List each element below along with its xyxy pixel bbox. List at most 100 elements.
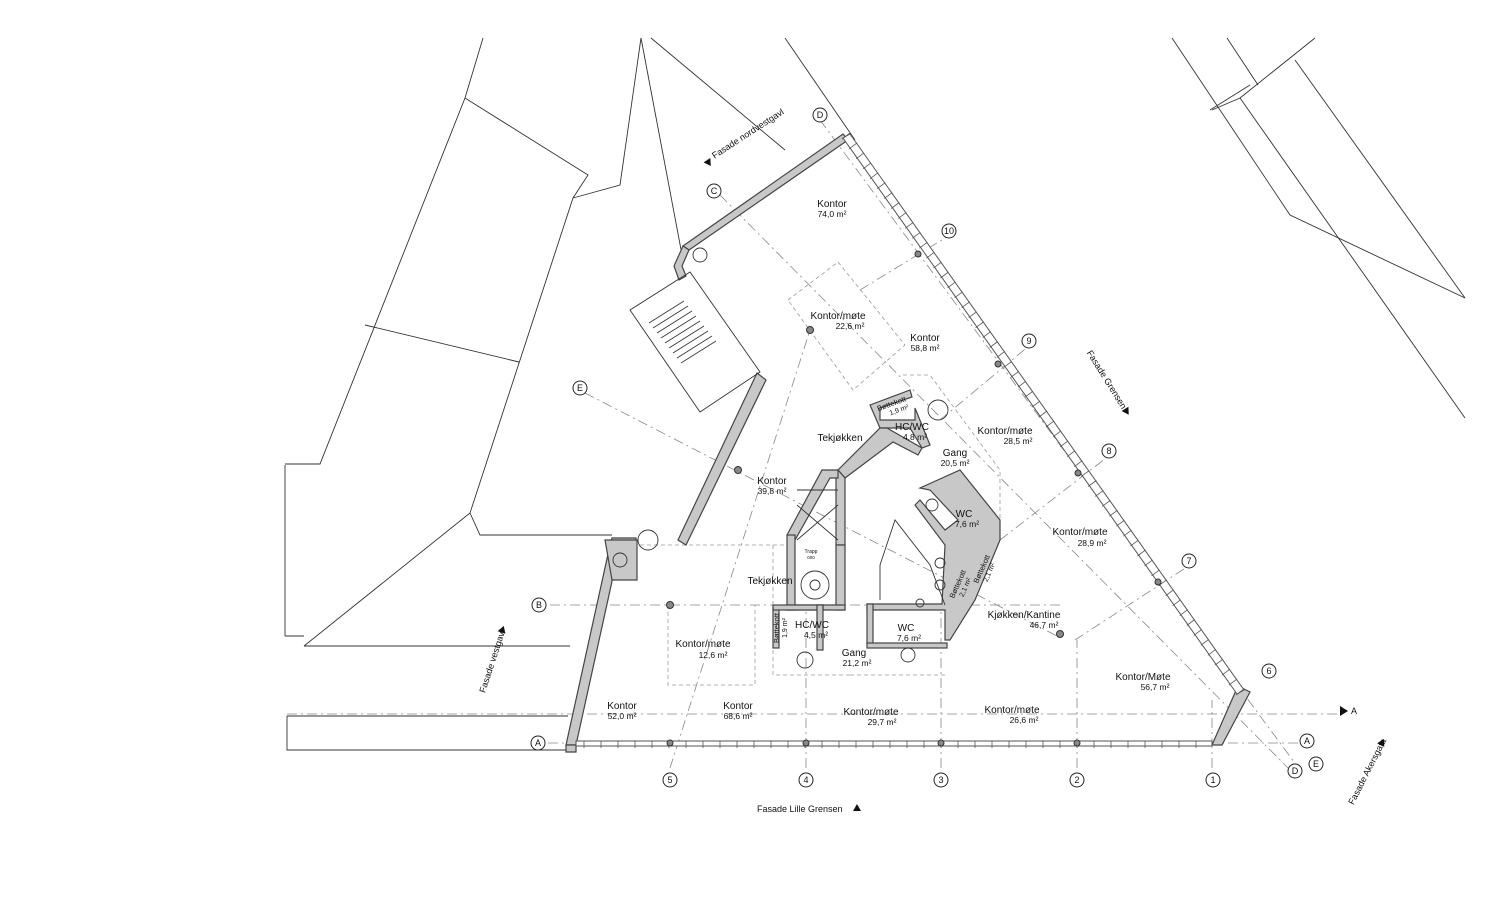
axis-marker-e-right: E: [1308, 756, 1324, 772]
room-kontor-39: Kontor 39,8 m²: [757, 476, 787, 496]
axis-label: A: [1304, 736, 1310, 746]
axis-marker-3: 3: [933, 772, 949, 788]
room-area: 7,6 m²: [897, 633, 921, 643]
room-area: 39,8 m²: [758, 486, 787, 496]
axis-marker-b: B: [531, 597, 547, 613]
room-label: Tekjøkken: [747, 576, 792, 587]
facade-grensen: Fasade Grensen: [1085, 349, 1129, 415]
room-area: 1,9 m²: [782, 617, 789, 638]
room-label: Tekjøkken: [817, 433, 862, 444]
room-label: Kontor: [723, 701, 753, 712]
room-area: 12,6 m²: [699, 650, 728, 660]
axis-label: 8: [1106, 446, 1111, 456]
room-area: 52,0 m²: [608, 711, 637, 721]
room-kontor-mote-22: Kontor/møte 22,6 m²: [810, 311, 865, 331]
facade-arrow-icon: [497, 625, 506, 634]
columns: [666, 250, 1162, 747]
room-label: Kontor: [817, 199, 847, 210]
room-labels: Kontor 74,0 m² Kontor/møte 22,6 m² Konto…: [607, 199, 1171, 727]
room-label: HC/WC: [895, 422, 929, 433]
room-label: Kjøkken/Kantine: [988, 610, 1061, 621]
axis-marker-5: 5: [662, 772, 678, 788]
facade-vestgavl: Fasade vestgavl: [477, 625, 507, 694]
axis-marker-8: 8: [1101, 443, 1117, 459]
axis-marker-1: 1: [1205, 772, 1221, 788]
room-label: Kontor/møte: [810, 311, 865, 322]
room-label: Kontor/møte: [675, 639, 730, 650]
neighbour-buildings: [284, 37, 1466, 751]
facade-arrow-icon: [1121, 406, 1129, 415]
room-bottekott-left: Bøttekott 1,9 m²: [772, 612, 789, 643]
axis-marker-10: 10: [941, 223, 957, 239]
room-kontor-mote-28-9: Kontor/møte 28,9 m²: [1052, 527, 1107, 548]
axis-marker-4: 4: [798, 772, 814, 788]
room-label: Kontor: [910, 333, 940, 344]
room-hcwc-bottom: HC/WC 4,5 m²: [795, 620, 829, 640]
room-area: 20,5 m²: [941, 458, 970, 468]
room-wc-upper: WC 7,6 m²: [955, 509, 979, 529]
facade-label: Fasade Akersgata: [1346, 737, 1388, 806]
axis-label: 6: [1266, 666, 1271, 676]
axis-label: 4: [803, 775, 808, 785]
room-label: WC: [956, 509, 973, 520]
room-wc-lower: WC 7,6 m²: [897, 623, 921, 643]
axis-label: C: [711, 186, 718, 196]
room-label: Gang: [842, 648, 866, 659]
axis-label: A: [535, 738, 541, 748]
room-area: 4,5 m²: [804, 630, 828, 640]
axis-marker-a-right: A: [1299, 733, 1315, 749]
room-label: Trapp: [805, 549, 818, 555]
room-label: WC: [898, 623, 915, 634]
room-label: Kontor/Møte: [1115, 672, 1170, 683]
room-tekjokken-mid: Tekjøkken: [747, 576, 792, 587]
room-kontor-mote-56: Kontor/Møte 56,7 m²: [1115, 672, 1170, 692]
axis-marker-7: 7: [1181, 553, 1197, 569]
room-area: 22,6 m²: [836, 321, 865, 331]
room-gang-21: Gang 21,2 m²: [842, 648, 872, 668]
axis-label: E: [1313, 759, 1319, 769]
room-area: 28,9 m²: [1078, 538, 1107, 548]
room-area: 58,8 m²: [911, 343, 940, 353]
room-kontor-68: Kontor 68,6 m²: [723, 701, 753, 721]
room-kontor-mote-28-5: Kontor/møte 28,5 m²: [977, 426, 1032, 446]
room-tekjokken-top: Tekjøkken: [817, 433, 862, 444]
facade-arrow-icon: [703, 157, 711, 167]
room-label: HC/WC: [795, 620, 829, 631]
facade-arrow-icon: [1377, 738, 1385, 747]
room-area: 74,0 m²: [818, 209, 847, 219]
room-label: Kontor: [607, 701, 637, 712]
room-area: 4,8 m²: [903, 432, 927, 442]
axis-marker-6: 6: [1261, 663, 1277, 679]
facade-label: Fasade Lille Grensen: [757, 804, 843, 814]
section-label: A: [1351, 706, 1357, 716]
room-label: Bøttekott: [772, 612, 781, 643]
axis-marker-d-top: D: [812, 107, 828, 123]
section-marker: A: [1340, 706, 1357, 716]
room-kjokken: Kjøkken/Kantine 46,7 m²: [988, 610, 1061, 630]
window-bands: [575, 132, 1245, 748]
room-area: 68,6 m²: [724, 711, 753, 721]
room-hcwc-top: HC/WC 4,8 m²: [895, 422, 929, 442]
core-walls: [604, 389, 1001, 651]
axis-label: E: [577, 383, 583, 393]
axis-label: 5: [667, 775, 672, 785]
room-area: 28,5 m²: [1004, 436, 1033, 446]
room-label: Kontor: [757, 476, 787, 487]
axis-label: 3: [938, 775, 943, 785]
axis-label: 7: [1186, 556, 1191, 566]
axis-marker-e-left: E: [572, 380, 588, 396]
room-label: Kontor/møte: [843, 707, 898, 718]
section-arrow-icon: [1340, 706, 1348, 716]
facade-label: Fasade Grensen: [1085, 349, 1129, 411]
axis-marker-2: 2: [1069, 772, 1085, 788]
room-boundaries: [612, 261, 1001, 686]
outdoor-stair: [629, 271, 761, 413]
room-label: Kontor/møte: [1052, 527, 1107, 538]
outer-walls: [565, 133, 1251, 753]
axis-label: 10: [944, 226, 954, 236]
facade-arrow-icon: [853, 804, 861, 811]
room-kontor-74: Kontor 74,0 m²: [817, 199, 847, 219]
axis-label: B: [536, 600, 542, 610]
room-gang-20: Gang 20,5 m²: [941, 448, 970, 468]
